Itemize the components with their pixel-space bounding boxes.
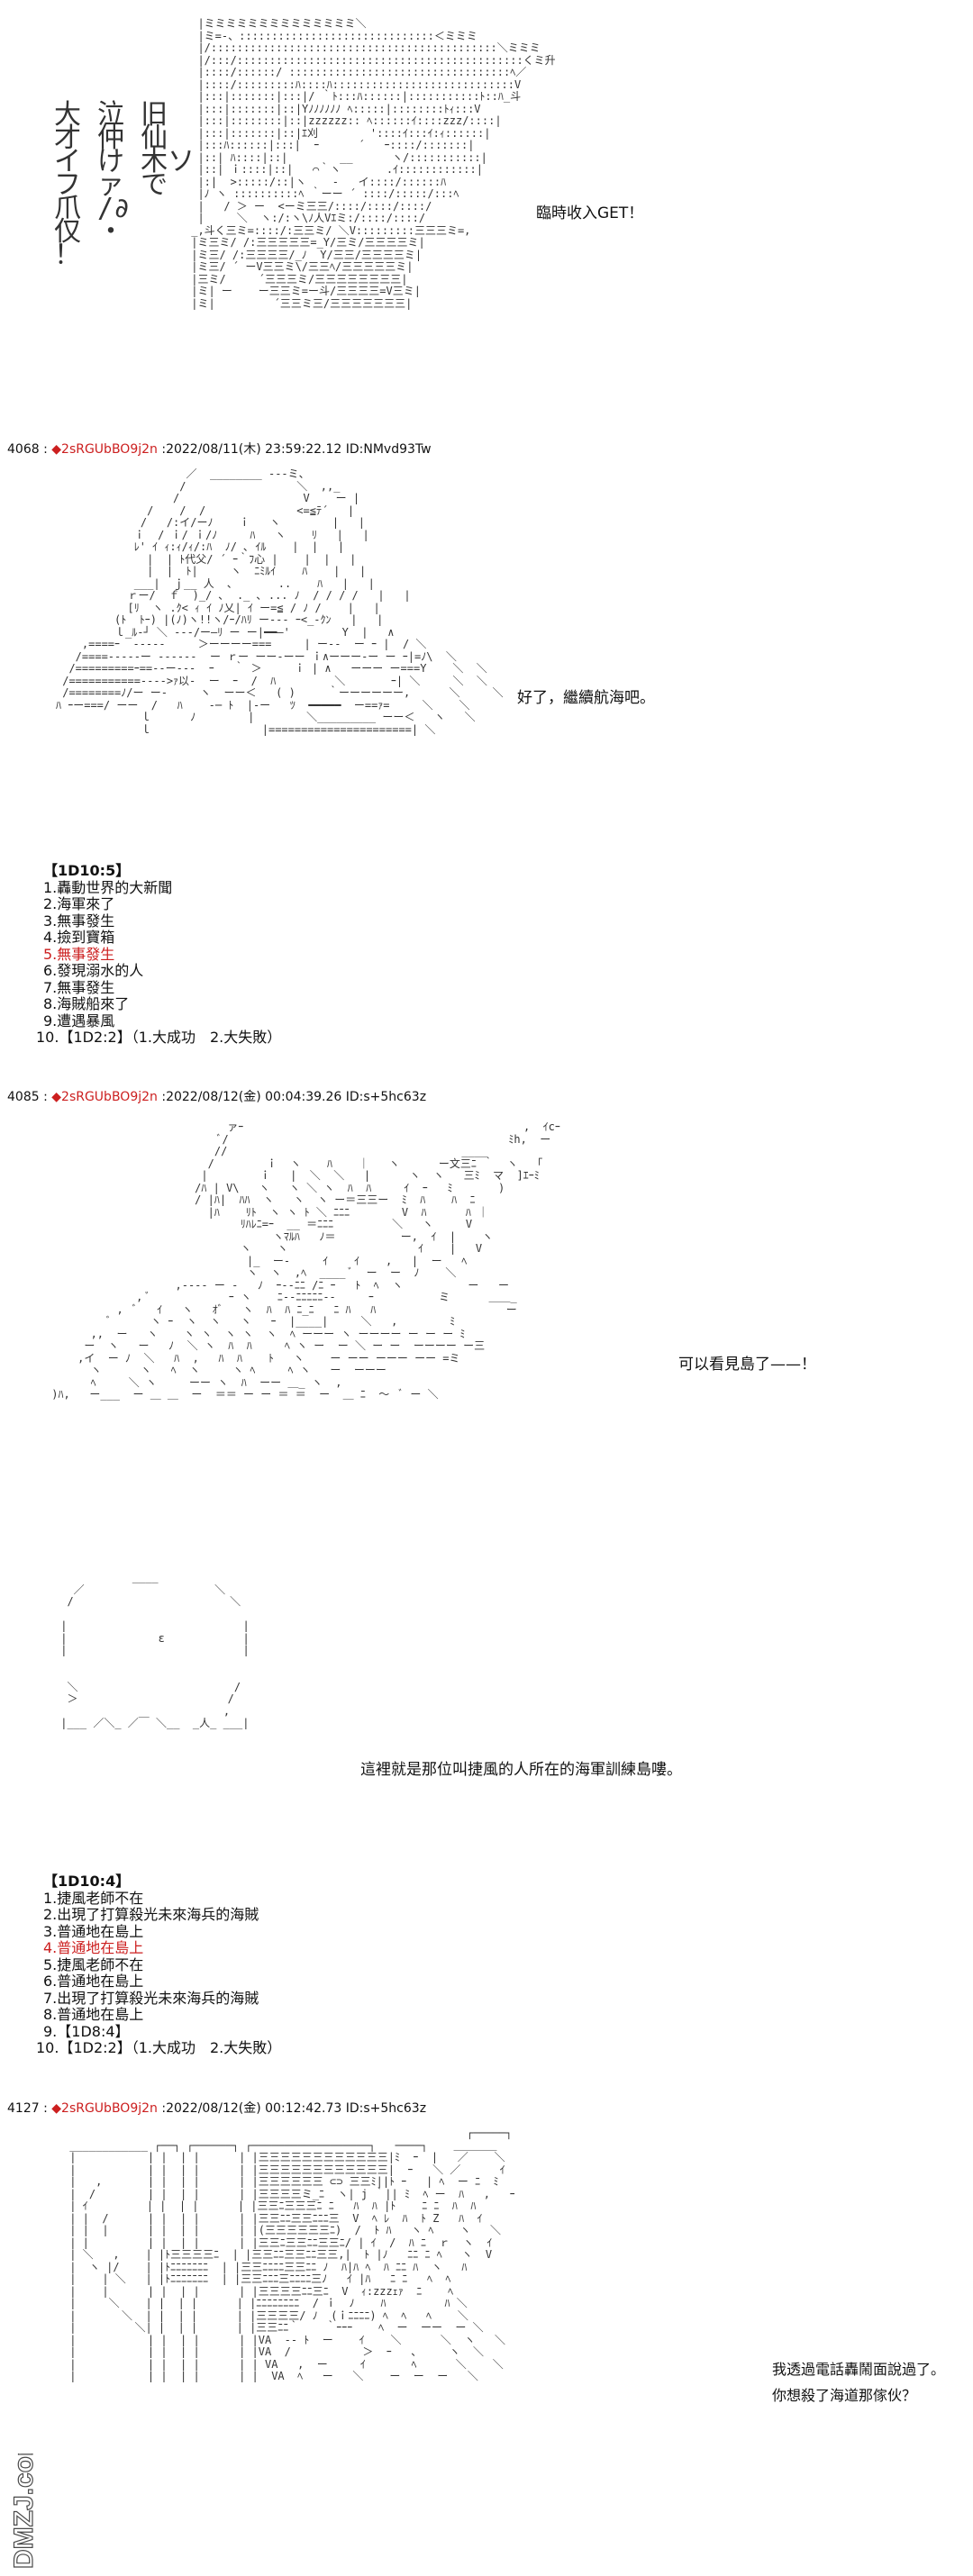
post-id[interactable]: ID:NMvd93Tw	[345, 442, 432, 457]
post-number: 4127	[7, 2101, 40, 2116]
post-trip[interactable]: ◆2sRGUbBO9j2n	[51, 442, 158, 457]
watermark-text: DMZJ.com	[9, 2454, 39, 2569]
post-id[interactable]: ID:s+5hc63z	[345, 2101, 427, 2116]
choice-item: 10.【1D2:2】（1.大成功 2.大失敗）	[36, 1029, 282, 1046]
caption-panel3-2: 這裡就是那位叫捷風的人所在的海軍訓練島嘍。	[360, 1761, 682, 1779]
choice-item: 3.無事發生	[43, 912, 115, 930]
post-trip[interactable]: ◆2sRGUbBO9j2n	[51, 2101, 158, 2116]
caption-panel3: 可以看見島了——！	[678, 1356, 816, 1374]
choice-item: 7.無事發生	[43, 978, 115, 996]
post-date: 2022/08/11(木) 23:59:22.12	[166, 442, 342, 457]
ascii-art-panel1: |ミミミミミミミミミミミミミミ＼ |ミ=-、::::::::::::::::::…	[191, 17, 556, 310]
post-trip[interactable]: ◆2sRGUbBO9j2n	[51, 1090, 158, 1104]
choice-item: 8.普通地在島上	[43, 2006, 144, 2023]
choice-item: 8.海賊船來了	[43, 995, 130, 1012]
choice-item: 6.普通地在島上	[43, 1973, 144, 1990]
vertical-text-panel1: 大 泣 旧 才 仲 仙 イ け 木ソ フ ァ で 爪 /∂ 仅 ・ ！	[54, 99, 196, 271]
post-number: 4068	[7, 442, 40, 457]
post-date: 2022/08/12(金) 00:04:39.26	[166, 1090, 342, 1104]
caption-panel2: 好了，繼續航海吧。	[517, 689, 655, 707]
choice-item: 10.【1D2:2】（1.大成功 2.大失敗）	[36, 2039, 282, 2056]
caption-panel1: 臨時收入GET！	[536, 204, 644, 222]
choice-item: 9.遭遇暴風	[43, 1011, 115, 1029]
caption-panel4: 我透過電話轟鬧面說過了。	[772, 2361, 946, 2378]
choice-item: 9.【1D8:4】	[43, 2022, 130, 2040]
choice-item: 4.撿到寶箱	[43, 929, 115, 946]
dice-choices-panel2: 【1D10:5】 1.轟動世界的大新聞 2.海軍來了 3.無事發生 4.撿到寶箱…	[36, 862, 281, 1047]
dice-title: 【1D10:4】	[43, 1873, 131, 1890]
ascii-art-panel4: ┌─────┐ ____________ ┌──┐ ┌──────┐ ┌────…	[69, 2127, 515, 2382]
watermark-logo: DMZJ.com	[8, 2454, 39, 2570]
choice-item: 6.發現溺水的人	[43, 962, 144, 979]
choice-item: 1.捷風老師不在	[43, 1889, 144, 1907]
ascii-art-panel3b: ____ ／ ＼ / ＼ | | | ε | | | ＼ / ＞	[60, 1571, 250, 1729]
choice-item: 7.出現了打算殺光未來海兵的海賊	[43, 1989, 259, 2007]
post-header: 4085 : ◆2sRGUbBO9j2n :2022/08/12(金) 00:0…	[7, 1090, 427, 1104]
post-number: 4085	[7, 1090, 40, 1104]
ascii-art-panel3: ァｰ , ｲcｰ ﾞ/ ﾐh, ー // ____	[51, 1120, 560, 1401]
choice-item: 2.出現了打算殺光未來海兵的海賊	[43, 1906, 259, 1923]
choice-item: 5.捷風老師不在	[43, 1955, 144, 1973]
dice-choices-panel3: 【1D10:4】 1.捷風老師不在 2.出現了打算殺光未來海兵的海賊 3.普通地…	[36, 1873, 281, 2057]
caption-panel4-2: 你想殺了海道那傢伙？	[772, 2387, 917, 2404]
choice-item: 3.普通地在島上	[43, 1922, 144, 1940]
dice-title: 【1D10:5】	[43, 862, 131, 879]
post-header: 4127 : ◆2sRGUbBO9j2n :2022/08/12(金) 00:1…	[7, 2101, 427, 2116]
choice-item: 2.海軍來了	[43, 895, 115, 912]
post-id[interactable]: ID:s+5hc63z	[345, 1090, 427, 1104]
ascii-art-panel2: ／ ________ ---ミ、 / ＼ ,,_ / V ー | / / / <…	[56, 467, 504, 736]
post-header: 4068 : ◆2sRGUbBO9j2n :2022/08/11(木) 23:5…	[7, 442, 432, 457]
choice-item-selected: 4.普通地在島上	[43, 1939, 144, 1956]
post-date: 2022/08/12(金) 00:12:42.73	[166, 2101, 342, 2116]
choice-item-selected: 5.無事發生	[43, 945, 115, 963]
choice-item: 1.轟動世界的大新聞	[43, 878, 173, 896]
